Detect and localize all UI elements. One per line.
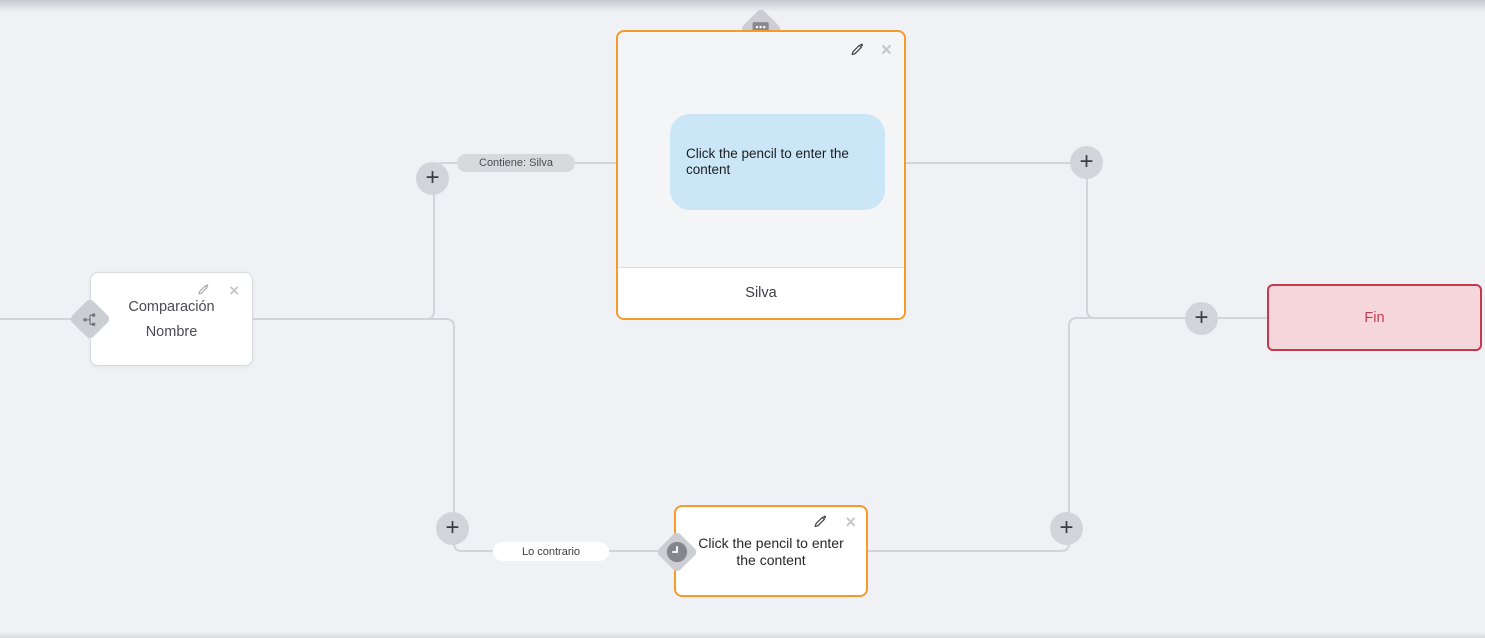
close-icon: × xyxy=(845,512,856,532)
end-node-label: Fin xyxy=(1364,309,1385,326)
wait-placeholder-text: Click the pencil to enter the content xyxy=(698,535,844,568)
edit-message-button[interactable] xyxy=(850,42,866,60)
add-node-button-branch-bottom[interactable]: + xyxy=(436,512,469,545)
edge-wait-to-end xyxy=(868,317,1100,552)
plus-icon: + xyxy=(1059,513,1074,541)
pencil-icon xyxy=(813,514,829,532)
condition-title-line2: Nombre xyxy=(145,324,198,340)
add-node-button-branch-top[interactable]: + xyxy=(416,162,449,195)
message-node-title: Silva xyxy=(745,285,777,301)
pencil-icon xyxy=(850,42,866,60)
edge-message-to-end xyxy=(906,162,1267,319)
add-node-button-after-wait[interactable]: + xyxy=(1050,512,1083,545)
edge-label-otherwise: Lo contrario xyxy=(493,542,609,561)
edge-label-text: Contiene: Silva xyxy=(479,157,553,169)
plus-icon: + xyxy=(1194,303,1209,331)
close-icon: × xyxy=(229,281,239,300)
delete-message-button[interactable]: × xyxy=(881,41,892,60)
condition-node-card[interactable]: × Comparación Nombre xyxy=(90,272,253,366)
plus-icon: + xyxy=(425,163,440,191)
edit-wait-button[interactable] xyxy=(813,514,829,532)
message-placeholder-text: Click the pencil to enter the content xyxy=(686,146,849,177)
delete-condition-button[interactable]: × xyxy=(229,282,239,299)
pencil-icon xyxy=(197,283,211,299)
condition-title-line1: Comparación xyxy=(128,299,215,315)
edge-label-text: Lo contrario xyxy=(521,545,581,558)
edge-label-contains: Contiene: Silva xyxy=(457,154,575,172)
condition-node-badge xyxy=(68,297,112,341)
branch-icon xyxy=(83,312,98,327)
add-node-button-after-message[interactable]: + xyxy=(1070,146,1103,179)
clock-icon xyxy=(666,541,688,563)
plus-icon: + xyxy=(1079,147,1094,175)
add-node-button-before-end[interactable]: + xyxy=(1185,302,1218,335)
delete-wait-button[interactable]: × xyxy=(845,513,856,531)
condition-node-title: Comparación Nombre xyxy=(91,273,252,345)
message-node-footer: Silva xyxy=(618,267,904,318)
wait-node-badge xyxy=(655,530,699,574)
close-icon: × xyxy=(880,40,892,61)
message-preview-bubble: Click the pencil to enter the content xyxy=(670,114,885,210)
edge-condition-to-wait xyxy=(253,318,658,552)
end-node-card[interactable]: Fin xyxy=(1267,284,1482,351)
edit-condition-button[interactable] xyxy=(197,283,211,299)
plus-icon: + xyxy=(445,513,460,541)
message-node-card[interactable]: × Click the pencil to enter the content … xyxy=(616,30,906,320)
wait-node-card[interactable]: × Click the pencil to enter the content xyxy=(674,505,868,597)
